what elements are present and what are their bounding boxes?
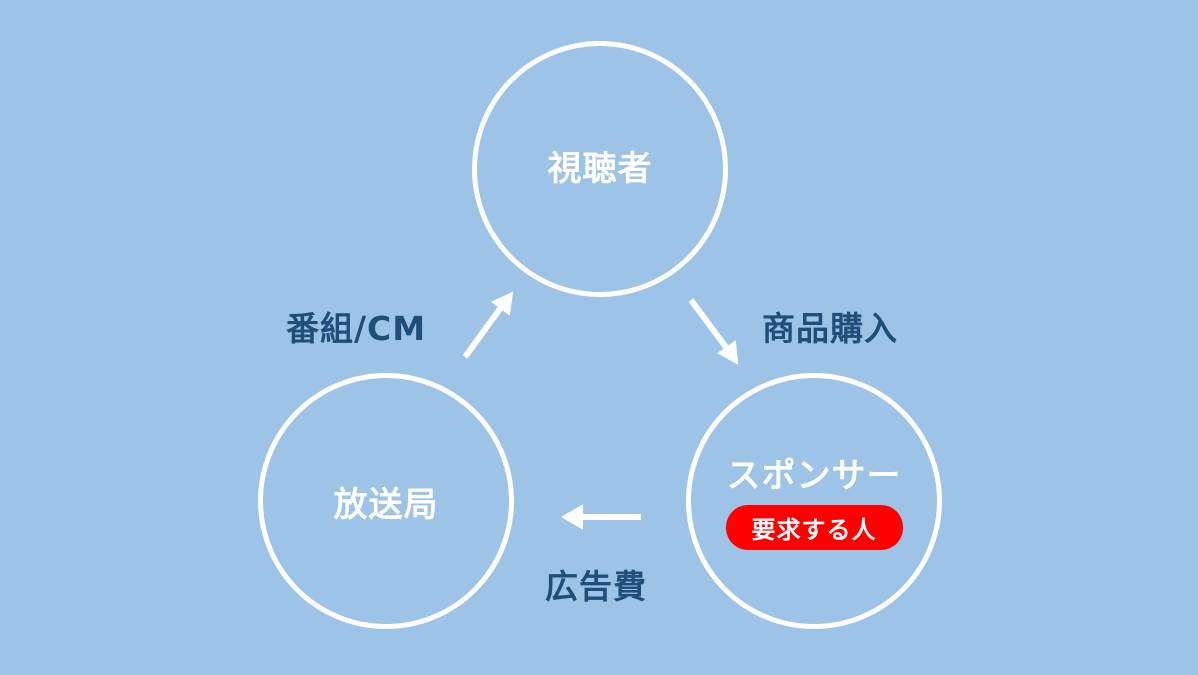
node-viewer-label: 視聴者 xyxy=(547,148,653,189)
arrow-viewer-to-sponsor xyxy=(688,298,739,365)
node-viewer: 視聴者 xyxy=(472,41,728,297)
arrow-sponsor-to-broadcaster xyxy=(561,504,641,530)
arrow-sponsor-to-broadcaster-head xyxy=(561,504,583,530)
node-broadcaster-label: 放送局 xyxy=(333,484,439,525)
arrow-broadcaster-to-viewer-shaft xyxy=(462,304,505,359)
arrow-broadcaster-to-viewer-head xyxy=(491,291,514,316)
arrow-viewer-to-sponsor-shaft xyxy=(688,298,731,352)
edge-label-program-cm: 番組/CM xyxy=(286,309,427,348)
node-broadcaster: 放送局 xyxy=(258,373,514,629)
arrow-viewer-to-sponsor-head xyxy=(717,340,739,365)
node-sponsor-label: スポンサー xyxy=(726,456,902,496)
edge-label-purchase: 商品購入 xyxy=(762,309,898,348)
arrow-broadcaster-to-viewer xyxy=(462,291,514,359)
sponsor-badge: 要求する人 xyxy=(725,505,903,550)
edge-label-ad-fee: 広告費 xyxy=(545,567,647,606)
node-sponsor: スポンサー 要求する人 xyxy=(686,373,942,629)
